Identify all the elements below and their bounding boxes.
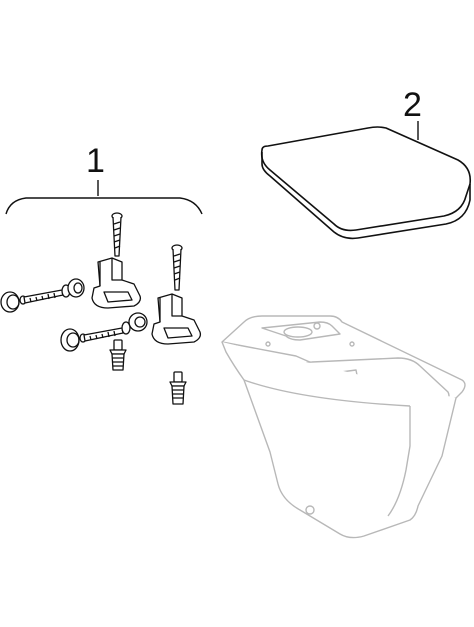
hinge-bracket-a	[91, 257, 142, 309]
hinge-bracket-b	[151, 293, 202, 345]
bolt-assembly-a	[0, 278, 85, 313]
toilet-bowl	[221, 315, 466, 539]
dowel-anchor-b	[169, 371, 187, 405]
wood-screw-b	[171, 244, 183, 291]
seat-cover	[260, 126, 472, 240]
callout-number-1: 1	[86, 142, 105, 180]
dowel-anchor-a	[109, 339, 127, 371]
callout-number-2: 2	[403, 86, 422, 124]
fixing-set	[0, 212, 202, 405]
bolt-assembly-b	[60, 312, 148, 352]
wood-screw-a	[111, 212, 123, 257]
bracket-1	[5, 197, 203, 215]
